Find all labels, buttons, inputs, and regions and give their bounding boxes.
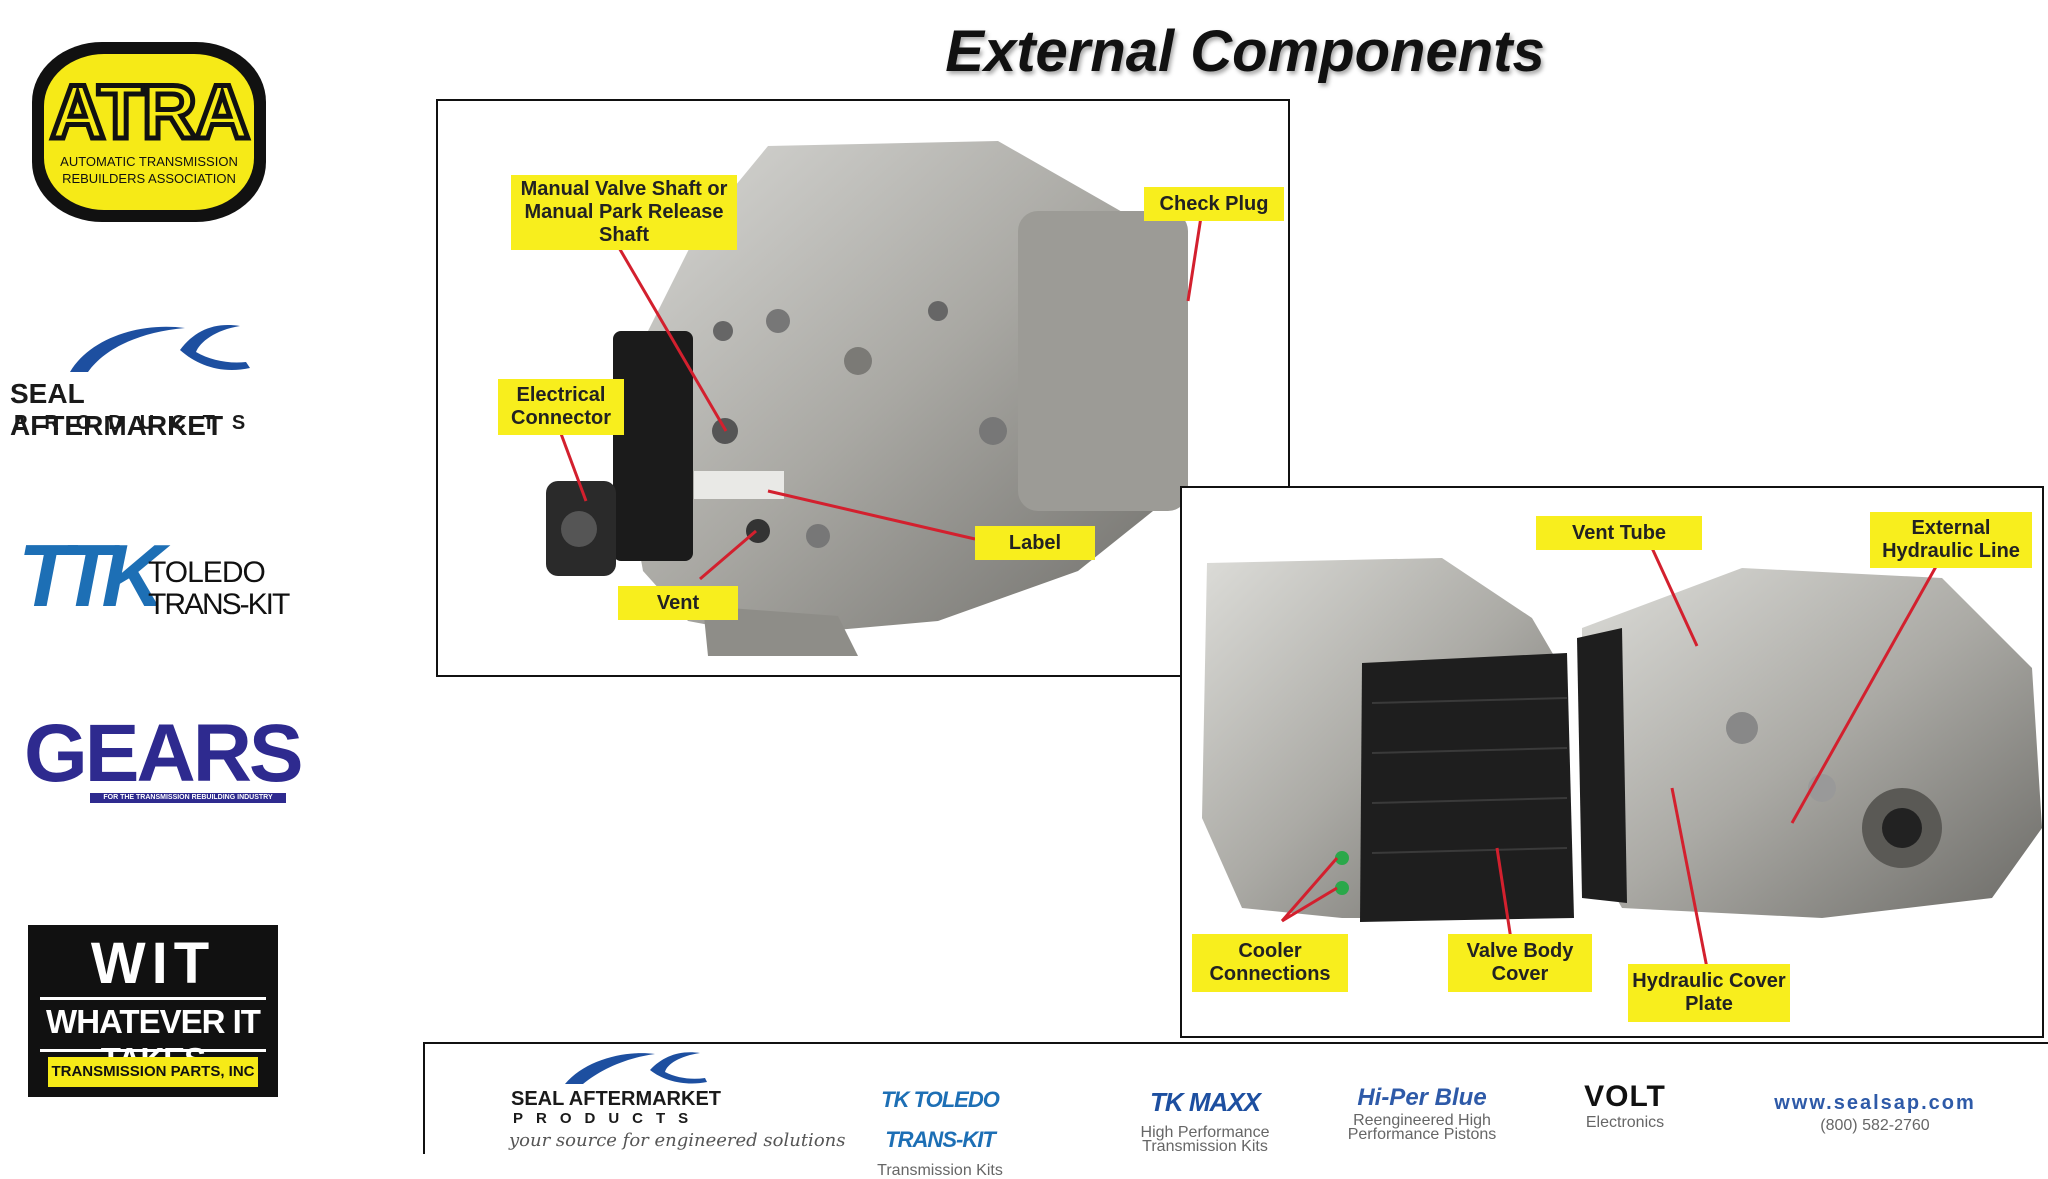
callout-manual-valve-shaft: Manual Valve Shaft or Manual Park Releas… [511, 175, 737, 250]
callout-hydraulic-cover-plate: Hydraulic Cover Plate [1628, 964, 1790, 1022]
footer-ttkmaxx-brand: TK MAXX High Performance Transmission Ki… [1125, 1082, 1285, 1155]
callout-external-hydraulic-line: External Hydraulic Line [1870, 512, 2032, 568]
atra-logo-inner: ATRA AUTOMATIC TRANSMISSION REBUILDERS A… [44, 54, 254, 210]
footer-hiperblue-brand: Hi-Per Blue Reengineered High Performanc… [1337, 1084, 1507, 1143]
footer-volt-sub: Electronics [1585, 1114, 1665, 1131]
atra-logo-subtitle: AUTOMATIC TRANSMISSION REBUILDERS ASSOCI… [60, 153, 238, 187]
atra-logo-word: ATRA [48, 70, 252, 155]
ttk-logo-mark: TTK [18, 526, 165, 625]
seal-logo-products: PRODUCTS [14, 412, 263, 434]
transmission-photo-top-frame: Manual Valve Shaft or Manual Park Releas… [436, 99, 1290, 677]
callout-vent-tube: Vent Tube [1536, 516, 1702, 550]
footer-volt-logo: VOLT [1584, 1080, 1666, 1113]
callout-label: Label [975, 526, 1095, 560]
footer-seal-swoosh-icon [565, 1052, 707, 1084]
gears-magazine-logo: GEARS FOR THE TRANSMISSION REBUILDING IN… [24, 713, 304, 805]
wit-logo: WIT WHATEVER IT TAKES TRANSMISSION PARTS… [28, 925, 278, 1097]
footer-hiperblue-sub1: Reengineered High [1353, 1112, 1491, 1129]
wit-logo-rule-top [40, 997, 266, 1000]
seal-swoosh-icon [70, 325, 250, 372]
footer-contact: www.sealsap.com (800) 582-2760 [1755, 1092, 1995, 1134]
ttk-logo-line2: TRANS-KIT [148, 588, 290, 621]
footer-ttkmaxx-logo: TK MAXX [1150, 1087, 1261, 1117]
footer-seal-products: PRODUCTS [513, 1110, 702, 1127]
footer-brand-strip: SEAL AFTERMARKET PRODUCTS your source fo… [423, 1042, 2048, 1179]
wit-logo-word: WIT [90, 931, 216, 996]
seal-aftermarket-logo: SEAL AFTERMARKET PRODUCTS [10, 320, 300, 441]
transmission-photo-bottom-frame: Vent Tube External Hydraulic Line Cooler… [1180, 486, 2044, 1038]
toledo-trans-kit-logo: TTK TOLEDO TRANS-KIT [18, 530, 298, 630]
footer-hiperblue-logo: Hi-Per Blue [1357, 1084, 1487, 1111]
footer-volt-brand: VOLT Electronics [1565, 1080, 1685, 1131]
ttk-logo-line1: TOLEDO [148, 556, 266, 589]
footer-hiperblue-sub2: Performance Pistons [1347, 1126, 1497, 1143]
gears-logo-word: GEARS [24, 708, 304, 799]
callout-electrical-connector: Electrical Connector [498, 379, 624, 435]
footer-ttk-brand: TK TOLEDO TRANS-KIT Transmission Kits [865, 1080, 1015, 1179]
footer-ttk-logo: TK TOLEDO TRANS-KIT [881, 1087, 1000, 1152]
footer-ttk-sub: Transmission Kits [877, 1162, 1003, 1179]
seal-logo-name: SEAL AFTERMARKET [10, 378, 224, 441]
atra-logo-line2: REBUILDERS ASSOCIATION [62, 171, 236, 186]
wit-logo-rule-bottom [40, 1049, 266, 1052]
footer-ttkmaxx-sub2: Transmission Kits [1142, 1138, 1268, 1155]
footer-phone: (800) 582-2760 [1820, 1117, 1930, 1134]
wit-logo-company: TRANSMISSION PARTS, INC [48, 1057, 258, 1087]
atra-logo-line1: AUTOMATIC TRANSMISSION [60, 154, 238, 169]
footer-seal-tagline: your source for engineered solutions [509, 1130, 846, 1151]
transmission-photo-top [546, 141, 1188, 656]
footer-seal-name: SEAL AFTERMARKET [511, 1088, 721, 1110]
gears-logo-tagline: FOR THE TRANSMISSION REBUILDING INDUSTRY [90, 793, 286, 803]
ttk-logo-mark-text: TK [59, 526, 165, 625]
callout-vent: Vent [618, 586, 738, 620]
callout-valve-body-cover: Valve Body Cover [1448, 934, 1592, 992]
callout-cooler-connections: Cooler Connections [1192, 934, 1348, 992]
callout-check-plug: Check Plug [1144, 187, 1284, 221]
atra-logo: ATRA AUTOMATIC TRANSMISSION REBUILDERS A… [32, 42, 266, 222]
footer-ttkmaxx-sub1: High Performance [1140, 1124, 1270, 1141]
slide-title: External Components [945, 19, 1545, 84]
footer-website-link[interactable]: www.sealsap.com [1774, 1092, 1976, 1114]
